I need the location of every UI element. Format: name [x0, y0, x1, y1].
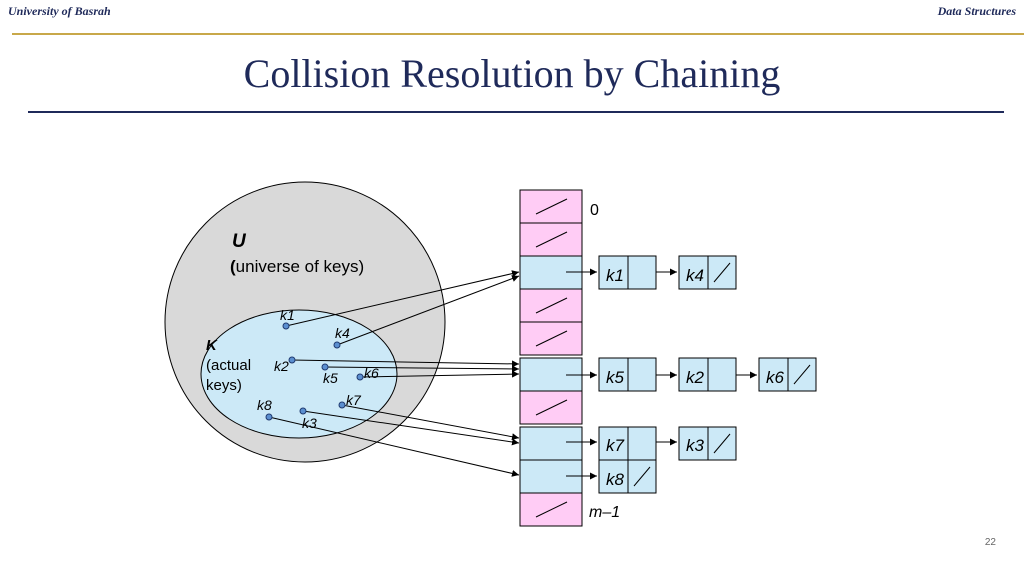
node-label-k2: k2 — [686, 368, 705, 387]
node-label-k4: k4 — [686, 266, 704, 285]
index-last: m–1 — [589, 504, 620, 521]
key-label-k4: k4 — [335, 325, 350, 341]
node-label-k8: k8 — [606, 470, 625, 489]
actual-label-line2: keys) — [206, 377, 242, 394]
key-labels: k1 k4 k2 k6 k5 k7 k8 k3 — [257, 307, 379, 431]
key-points — [265, 322, 364, 421]
key-label-k3: k3 — [302, 415, 317, 431]
node-label-k6: k6 — [766, 368, 785, 387]
universe-label: (universe of keys) — [230, 257, 364, 276]
chain-nodes — [598, 255, 817, 494]
actual-label-line1: (actual — [206, 357, 251, 374]
key-label-k2: k2 — [274, 358, 289, 374]
key-label-k1: k1 — [280, 307, 295, 323]
key-label-k5: k5 — [323, 370, 338, 386]
hash-arrows — [268, 270, 520, 477]
page-title: Collision Resolution by Chaining — [243, 51, 781, 96]
universe-symbol: U — [232, 231, 247, 252]
node-label-k7: k7 — [606, 436, 625, 455]
actual-symbol: K — [206, 337, 218, 354]
index-first: 0 — [590, 202, 599, 219]
node-label-k3: k3 — [686, 436, 705, 455]
chain-node-labels: k1 k4 k5 k2 k6 k7 k3 k8 — [606, 266, 785, 489]
title-underline — [28, 111, 1004, 113]
header-divider — [12, 33, 1024, 35]
header-institution: University of Basrah — [8, 4, 111, 18]
key-label-k6: k6 — [364, 365, 379, 381]
key-label-k7: k7 — [346, 392, 362, 408]
key-label-k8: k8 — [257, 397, 272, 413]
node-label-k1: k1 — [606, 266, 624, 285]
header-course: Data Structures — [937, 4, 1016, 18]
page-number: 22 — [984, 537, 996, 548]
node-label-k5: k5 — [606, 368, 625, 387]
slot-7 — [519, 426, 583, 461]
